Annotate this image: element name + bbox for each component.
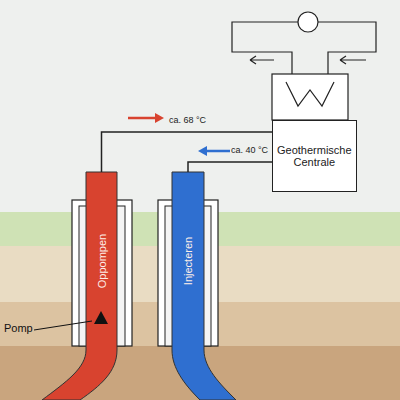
flow-arrow xyxy=(250,56,274,64)
heating-loop xyxy=(318,22,376,74)
temperature-label: ca. 68 °C xyxy=(168,115,207,125)
flow-arrow xyxy=(340,56,366,64)
injection-well: Injecteren xyxy=(172,172,204,350)
flow-arrow xyxy=(206,150,232,153)
pipe-line xyxy=(188,162,272,172)
heating-loop xyxy=(232,22,298,74)
pump-label: Pomp xyxy=(4,322,33,334)
heat-exchanger xyxy=(272,74,348,120)
pump-symbol xyxy=(94,311,108,324)
flow-arrow xyxy=(128,117,158,120)
leader-line xyxy=(34,321,92,330)
node-text: Geothermische Centrale xyxy=(277,144,352,168)
node-text: Oppompen xyxy=(96,234,108,288)
plant-box: Geothermische Centrale xyxy=(272,120,357,192)
temperature-label: ca. 40 °C xyxy=(230,145,269,155)
node-text: Injecteren xyxy=(182,237,194,285)
injection-pipe xyxy=(172,172,236,400)
exchanger-coil xyxy=(286,82,334,106)
production-well: Oppompen xyxy=(86,172,117,350)
consumer-circle xyxy=(298,12,318,32)
pipe-line xyxy=(102,132,273,172)
flow-arrow xyxy=(155,113,164,123)
flow-arrow xyxy=(198,146,207,156)
production-pipe xyxy=(42,172,117,400)
